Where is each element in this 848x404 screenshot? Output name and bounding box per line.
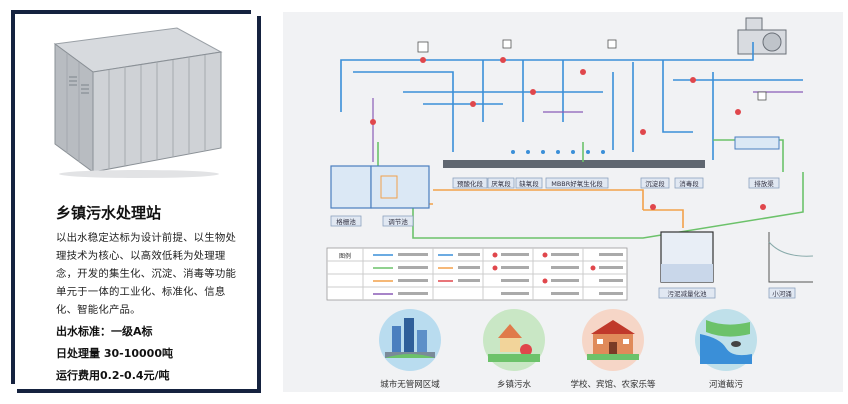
river-icon <box>695 309 757 371</box>
frame-notch <box>251 10 265 16</box>
main-reactor-bar <box>443 160 705 168</box>
regulating-tank <box>370 165 430 209</box>
process-flow-diagram: 预酸化段 厌氧段 缺氧段 MBBR好氧生化段 沉淀段 消毒段 排放渠 格栅池 调… <box>326 17 814 371</box>
stage-label: 消毒段 <box>679 179 699 188</box>
stage-label: 预酸化段 <box>457 179 484 188</box>
city-icon <box>379 309 441 371</box>
station-description: 以出水稳定达标为设计前提、以生物处理技术为核心、以高效低耗为处理理念，开发的集生… <box>56 232 237 316</box>
application-label-school: 学校、宾馆、农家乐等 <box>570 380 656 390</box>
blower-unit <box>737 17 787 55</box>
application-label-village: 乡镇污水 <box>496 380 531 390</box>
treatment-station-photo <box>53 27 223 178</box>
stage-label: 沉淀段 <box>645 179 665 188</box>
school-icon <box>582 309 644 371</box>
spec-daily-capacity: 日处理量 30-10000吨 <box>56 347 173 360</box>
tank-label: 格栅池 <box>336 217 356 226</box>
spec-operating-cost: 运行费用0.2-0.4元/吨 <box>56 369 170 382</box>
tank-label: 污泥减量化池 <box>668 289 708 298</box>
station-title: 乡镇污水处理站 <box>56 204 162 222</box>
discharge-channel <box>734 136 780 150</box>
spec-output-standard: 出水标准：一级A标 <box>56 325 153 338</box>
legend-table <box>326 247 628 301</box>
stage-label: 厌氧段 <box>491 179 511 188</box>
grating-tank <box>330 165 372 209</box>
tank-label: 调节池 <box>388 217 408 226</box>
stage-label: MBBR好氧生化段 <box>551 179 603 188</box>
stage-label: 排放渠 <box>754 179 774 188</box>
application-label-city: 城市无管网区域 <box>380 380 440 390</box>
application-label-river: 河道截污 <box>708 380 743 390</box>
legend-title: 图例 <box>339 252 351 260</box>
process-diagram-panel: 预酸化段 厌氧段 缺氧段 MBBR好氧生化段 沉淀段 消毒段 排放渠 格栅池 调… <box>283 12 843 392</box>
frame-notch <box>11 384 17 393</box>
stage-label: 缺氧段 <box>519 179 539 188</box>
village-icon <box>483 309 545 371</box>
tank-label: 小河涌 <box>772 289 792 298</box>
